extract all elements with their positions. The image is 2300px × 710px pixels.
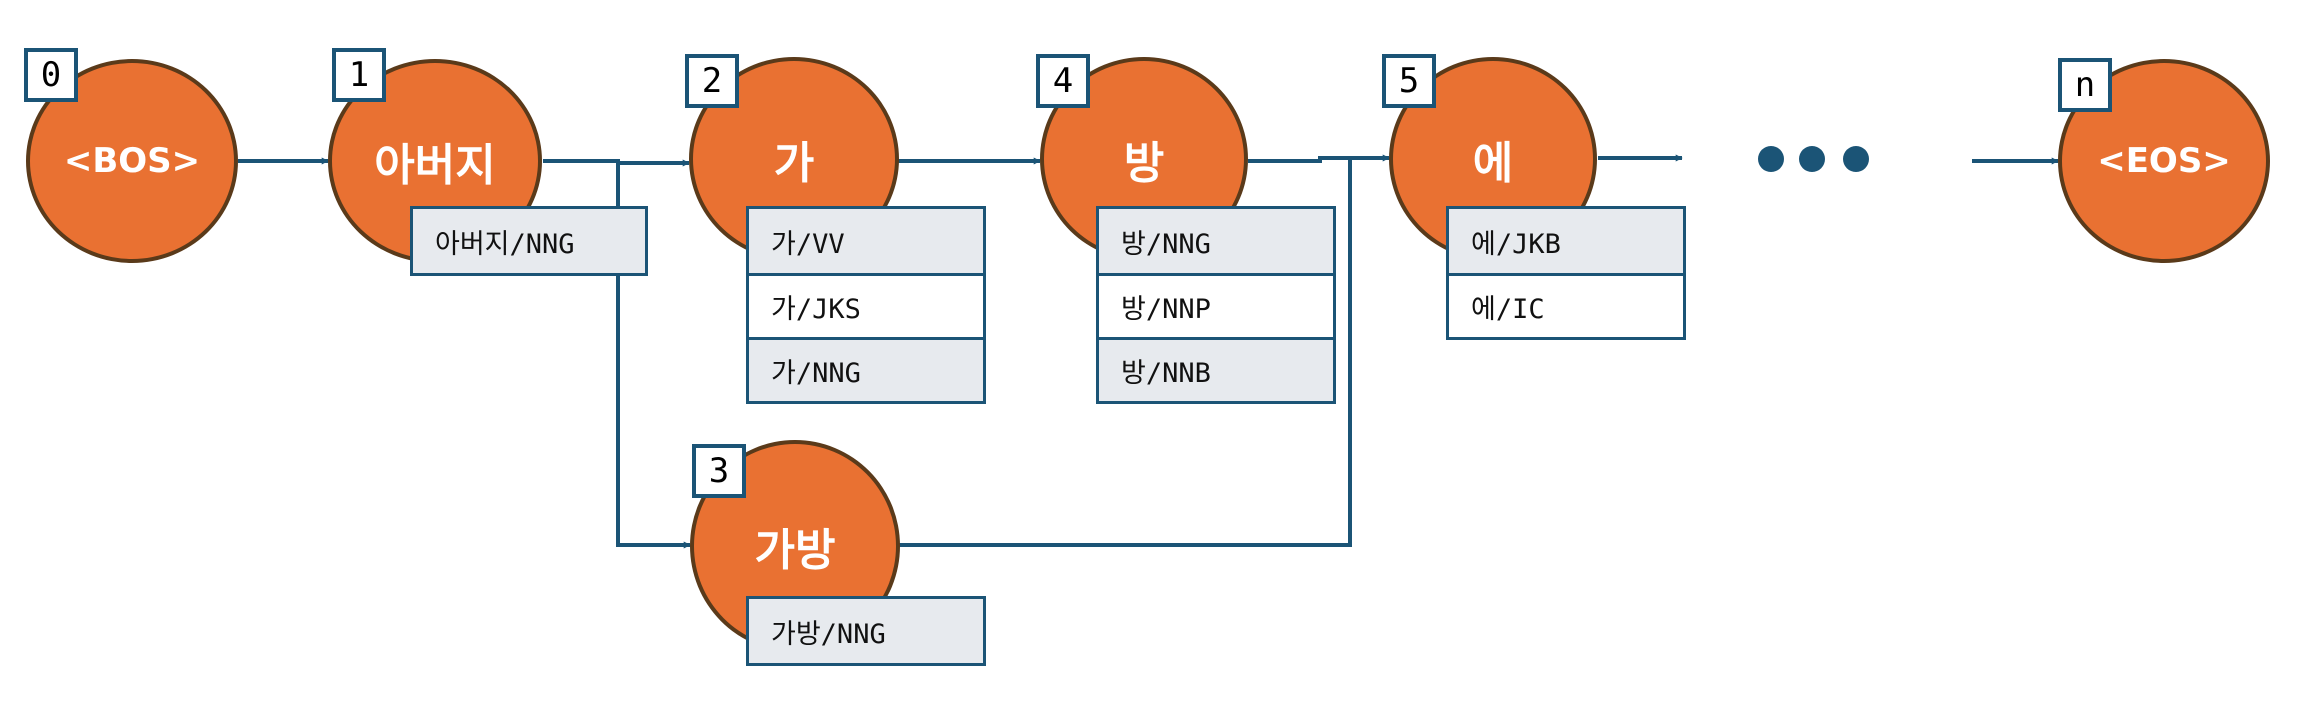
ellipsis-dot xyxy=(1843,146,1869,172)
node-bos: <BOS> xyxy=(26,59,238,263)
node-label: 방 xyxy=(1123,138,1165,189)
node-label: <EOS> xyxy=(2097,141,2231,181)
pos-tag: 가/JKS xyxy=(749,273,983,337)
edge-1-3 xyxy=(616,163,691,549)
node-label: 가방 xyxy=(754,525,836,576)
ellipsis-dot xyxy=(1799,146,1825,172)
node-index: 4 xyxy=(1036,54,1090,108)
node-label: 가 xyxy=(773,138,815,189)
pos-tag: 방/NNP xyxy=(1099,273,1333,337)
pos-tag: 가/NNG xyxy=(749,337,983,401)
node-index: 5 xyxy=(1382,54,1436,108)
node-index: 1 xyxy=(332,48,386,102)
pos-tag: 에/JKB xyxy=(1449,209,1683,273)
pos-tag-list: 방/NNG 방/NNP 방/NNB xyxy=(1096,206,1336,404)
node-index: 3 xyxy=(692,444,746,498)
pos-tag-list: 가방/NNG xyxy=(746,596,986,666)
pos-tag: 방/NNG xyxy=(1099,209,1333,273)
node-index: n xyxy=(2058,58,2112,112)
edge-4-5 xyxy=(1248,154,1390,163)
pos-tag-list: 에/JKB 에/IC xyxy=(1446,206,1686,340)
pos-tag: 가방/NNG xyxy=(749,599,983,663)
edge-1-2 xyxy=(543,159,690,167)
node-index: 0 xyxy=(24,48,78,102)
pos-tag: 방/NNB xyxy=(1099,337,1333,401)
edge-3-5 xyxy=(898,158,1352,547)
pos-tag-list: 가/VV 가/JKS 가/NNG xyxy=(746,206,986,404)
node-label: <BOS> xyxy=(63,141,201,181)
node-index: 2 xyxy=(685,54,739,108)
pos-tag: 아버지/NNG xyxy=(413,209,645,273)
ellipsis-dot xyxy=(1758,146,1784,172)
node-label: 에 xyxy=(1472,138,1514,189)
pos-tag-list: 아버지/NNG xyxy=(410,206,648,276)
pos-tag: 에/IC xyxy=(1449,273,1683,337)
pos-tag: 가/VV xyxy=(749,209,983,273)
node-label: 아버지 xyxy=(374,140,496,191)
